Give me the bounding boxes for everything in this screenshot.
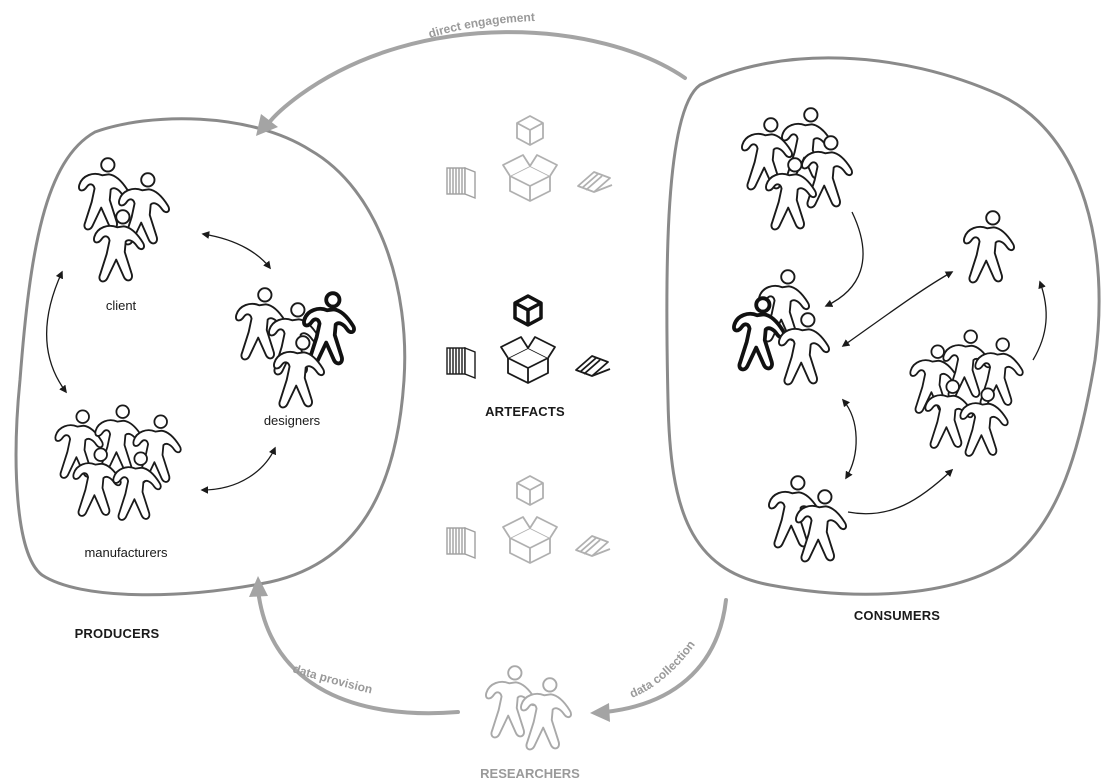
manufacturers-label: manufacturers <box>84 545 168 560</box>
consumer-lower-relation <box>841 398 857 480</box>
data-collection-label: data collection <box>627 638 697 701</box>
consumer-small-to-group-relation <box>847 468 954 515</box>
designers-label: designers <box>264 413 321 428</box>
book-icon <box>446 526 476 560</box>
consumer-central-group <box>732 269 831 386</box>
direct-engagement-label: direct engagement <box>427 10 535 41</box>
direct-engagement-arrow <box>266 30 687 126</box>
client-designers-relation <box>201 231 271 270</box>
consumer-single-relation <box>841 271 954 347</box>
data-provision-arrowhead <box>249 576 268 597</box>
data-collection-arrowhead <box>590 703 610 722</box>
leaflet-icon <box>575 535 611 557</box>
artefacts-label: ARTEFACTS <box>485 404 565 419</box>
box-icon <box>513 294 543 327</box>
data-collection-arrow <box>603 598 728 714</box>
book-icon <box>446 166 476 200</box>
consumers-label: CONSUMERS <box>854 608 940 623</box>
consumer-right-group <box>909 329 1024 457</box>
consumer-single <box>963 210 1016 284</box>
leaflet-icon <box>577 171 613 193</box>
consumer-topgroup <box>741 107 854 231</box>
client-label: client <box>106 298 137 313</box>
client-group <box>78 157 171 283</box>
person-figure-icon <box>959 387 1009 457</box>
box-icon <box>516 475 544 506</box>
box-icon <box>516 115 544 146</box>
open-box-icon <box>502 154 558 202</box>
consumer-group-to-single-relation <box>1032 280 1047 361</box>
researchers-group <box>485 665 573 751</box>
manufacturers-designers-relation <box>200 446 276 494</box>
designers-group <box>235 287 356 409</box>
open-box-icon <box>500 336 556 384</box>
consumer-topgroup-relation <box>824 211 864 307</box>
artefacts-bottom-row <box>446 475 611 564</box>
leaflet-icon <box>575 355 611 377</box>
artefacts-top-row <box>446 115 613 202</box>
producers-label: PRODUCERS <box>75 626 160 641</box>
open-box-icon <box>502 516 558 564</box>
client-manufacturers-relation <box>46 270 67 394</box>
person-figure-icon <box>963 210 1016 284</box>
artefacts-middle-row <box>446 294 611 384</box>
consumer-small-group <box>768 475 848 563</box>
consumers-region <box>665 56 1101 596</box>
researchers-label: RESEARCHERS <box>480 766 580 781</box>
manufacturers-group <box>54 404 182 521</box>
direct-engagement-arrowhead <box>256 114 278 136</box>
data-provision-arrow <box>256 588 460 716</box>
book-icon <box>446 346 476 380</box>
producers-region <box>14 117 407 597</box>
